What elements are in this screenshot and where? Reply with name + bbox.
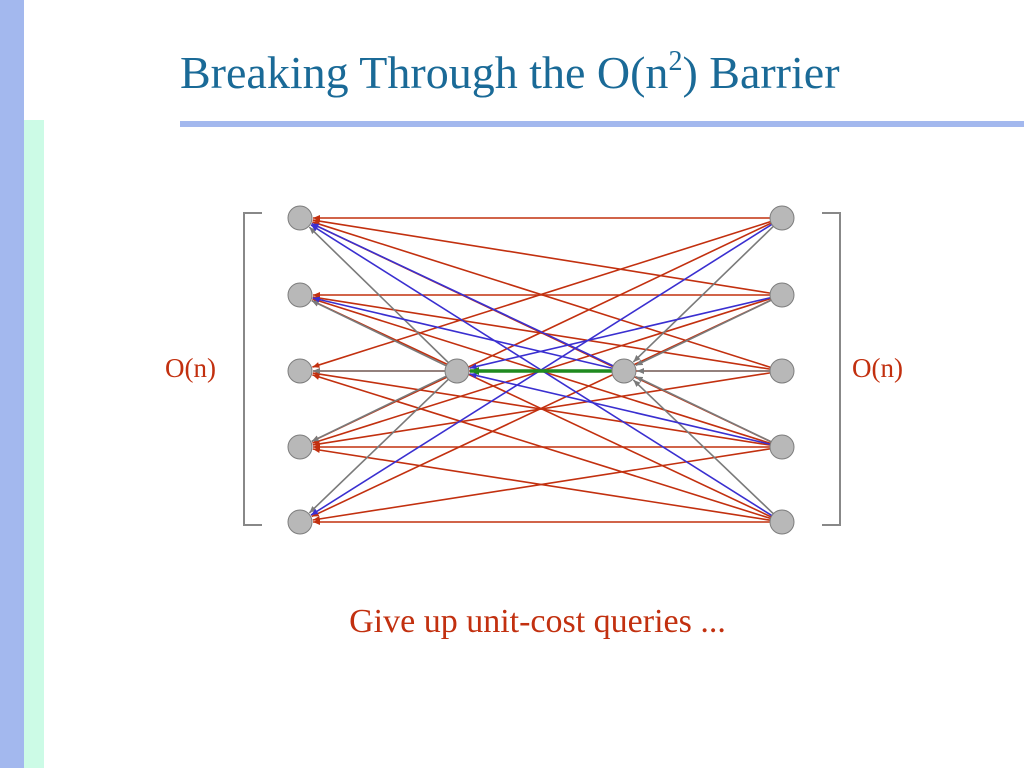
- node-layer: [287, 205, 795, 535]
- right-group-label: O(n): [852, 353, 903, 383]
- red-edge-R5-L4: [312, 447, 771, 521]
- red-edge-R3-L1: [312, 221, 771, 369]
- gray-edge-R4-H2: [635, 375, 772, 443]
- slide-title: Breaking Through the O(n2) Barrier: [180, 47, 840, 98]
- graph-node-R2: [769, 282, 795, 308]
- graph-node-R3: [769, 358, 795, 384]
- graph-node-H2: [611, 358, 637, 384]
- red-edge-R2-L1: [312, 218, 771, 294]
- side-accent-bar: [0, 0, 24, 768]
- graph-node-L1: [287, 205, 313, 231]
- blue-edge-H2-L2: [312, 296, 613, 370]
- title-underline: [180, 121, 1024, 127]
- gray-edge-H1-L4: [311, 375, 447, 443]
- blue-edge-H2-L1: [311, 222, 614, 367]
- gray-edge-R1-H2: [632, 225, 774, 363]
- title-superscript: 2: [668, 46, 683, 77]
- graph-node-R1: [769, 205, 795, 231]
- blue-edge-R2-H1: [469, 296, 771, 370]
- graph-node-R4: [769, 434, 795, 460]
- red-edge-R5-L3: [312, 374, 771, 520]
- graph-node-L2: [287, 282, 313, 308]
- graph-node-L3: [287, 358, 313, 384]
- gray-edge-H1-L1: [308, 226, 449, 364]
- left-group-label: O(n): [165, 353, 216, 383]
- left-bracket: [243, 212, 262, 526]
- red-edge-R5-L2: [311, 299, 772, 518]
- side-accent-strip: [24, 120, 44, 768]
- graph-node-R5: [769, 509, 795, 535]
- graph-node-H1: [444, 358, 470, 384]
- gray-edge-H1-L5: [308, 378, 449, 514]
- blue-edge-R4-H1: [469, 372, 771, 446]
- graph-node-L5: [287, 509, 313, 535]
- gray-edge-R5-H2: [632, 379, 774, 515]
- gray-edge-H1-L2: [311, 299, 447, 367]
- title-end: ) Barrier: [682, 47, 840, 98]
- graph-node-L4: [287, 434, 313, 460]
- caption: Give up unit-cost queries ...: [349, 603, 726, 640]
- gray-edge-R2-H2: [635, 299, 772, 367]
- edge-layer: [308, 215, 774, 525]
- right-bracket: [822, 212, 841, 526]
- title-main: Breaking Through the O(n: [180, 47, 669, 98]
